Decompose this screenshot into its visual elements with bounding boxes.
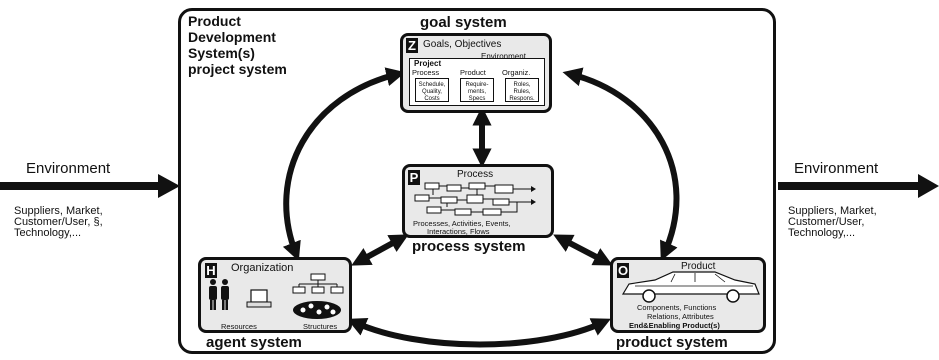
- product-caption1: Components, Functions: [637, 303, 717, 312]
- goal-cell-roles: Roles, Rules, Respons.: [505, 78, 539, 102]
- process-product-arrow: [553, 234, 613, 266]
- agent-structures-label: Structures: [303, 322, 338, 331]
- goal-box: Z Goals, Objectives Environment Project …: [400, 33, 552, 113]
- goal-agent-arrow: [282, 67, 406, 262]
- goal-col-product: Product: [460, 68, 486, 77]
- goal-project-label: Project: [414, 59, 442, 68]
- env-right-title: Environment: [794, 160, 879, 177]
- agent-box: H Organization: [198, 257, 352, 333]
- goal-col-process: Process: [412, 68, 440, 77]
- process-flow-icon: [414, 182, 536, 216]
- env-left-arrow: [0, 174, 180, 198]
- goal-system-label: goal system: [420, 14, 507, 31]
- goal-cell-requirements: Require-ments, Specs: [460, 78, 494, 102]
- process-box: P Process Processes, Activities, Events,…: [402, 164, 554, 238]
- product-system-label: product system: [616, 334, 728, 351]
- frame-title-line4: project system: [188, 61, 287, 77]
- env-right-line3: Technology,...: [788, 227, 856, 239]
- structures-icon: [293, 301, 341, 319]
- goal-col-organiz: Organiz.: [502, 68, 531, 77]
- env-right-line1: Suppliers, Market,: [788, 205, 877, 217]
- env-left-line1: Suppliers, Market,: [14, 205, 103, 217]
- goal-product-arrow: [562, 67, 680, 261]
- env-left-line3: Technology,...: [14, 227, 82, 239]
- process-heading: Process: [457, 169, 494, 180]
- agent-heading: Organization: [231, 262, 294, 274]
- product-heading: Product: [681, 261, 716, 272]
- env-right-arrow: [778, 174, 939, 198]
- product-caption3: End&Enabling Product(s): [629, 321, 720, 330]
- process-caption1: Processes, Activities, Events,: [413, 219, 511, 228]
- frame-title-line1: Product: [188, 13, 241, 29]
- agent-product-arrow: [347, 318, 611, 348]
- process-letter: P: [408, 170, 420, 185]
- frame-title-line2: Development: [188, 29, 276, 45]
- process-agent-arrow: [351, 234, 409, 266]
- goal-letter: Z: [406, 38, 418, 53]
- env-right-line2: Customer/User,: [788, 216, 865, 228]
- goal-cell-schedule: Schedule, Quality, Costs: [415, 78, 449, 102]
- agent-illustration: [209, 273, 344, 319]
- goal-project-panel: Project Process Product Organiz. Schedul…: [409, 58, 545, 106]
- env-left-title: Environment: [26, 160, 111, 177]
- goal-environment: Environment: [481, 52, 526, 61]
- product-box: O Product Components, Functions Relation…: [610, 257, 766, 333]
- process-system-label: process system: [412, 238, 526, 255]
- product-letter: O: [617, 263, 629, 278]
- agent-system-label: agent system: [206, 334, 302, 351]
- people-icon: [209, 279, 229, 310]
- org-chart-icon: [292, 273, 344, 294]
- car-icon: [621, 271, 760, 303]
- frame-title-line3: System(s): [188, 45, 255, 61]
- agent-letter: H: [205, 263, 217, 278]
- goal-heading: Goals, Objectives: [423, 39, 502, 50]
- env-left-line2: Customer/User, §,: [14, 216, 103, 228]
- process-caption2: Interactions, Flows: [427, 227, 490, 236]
- product-caption2: Relations, Attributes: [647, 312, 714, 321]
- agent-resources-label: Resources: [221, 322, 257, 331]
- computer-icon: [246, 289, 272, 308]
